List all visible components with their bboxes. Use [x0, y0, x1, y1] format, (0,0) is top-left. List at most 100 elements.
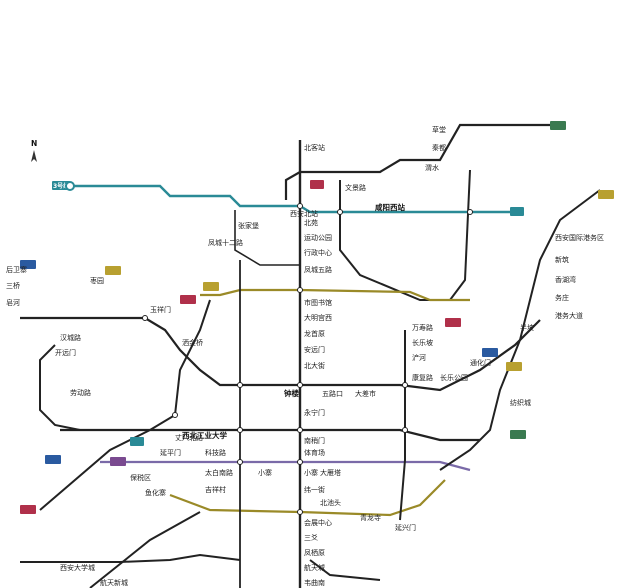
- station-label[interactable]: 韦曲南: [304, 578, 325, 587]
- station-label[interactable]: 青龙寺: [360, 513, 381, 522]
- station-label[interactable]: 张家堡: [238, 221, 259, 230]
- station-label[interactable]: 长乐坡: [412, 338, 433, 347]
- station-node-terminal[interactable]: [65, 181, 75, 191]
- station-label[interactable]: 航天新城: [100, 578, 128, 587]
- station-label[interactable]: 三爻: [304, 534, 318, 542]
- station-label[interactable]: 文景路: [345, 183, 366, 192]
- station-label[interactable]: 浐河: [412, 353, 426, 362]
- station-node[interactable]: [172, 412, 178, 418]
- station-label[interactable]: 长乐公园: [440, 373, 468, 382]
- station-label[interactable]: 南稍门: [304, 436, 325, 445]
- station-label[interactable]: 康复路: [412, 373, 433, 382]
- station-label[interactable]: 枣园: [90, 276, 104, 285]
- station-label[interactable]: 西安北站: [290, 209, 318, 218]
- station-label[interactable]: 劳动路: [70, 388, 91, 397]
- line-badge-teal-east[interactable]: [510, 207, 524, 216]
- station-label[interactable]: 万寿路: [412, 323, 433, 332]
- line-badge-red-north[interactable]: [310, 180, 324, 189]
- station-label[interactable]: 凤城五路: [304, 265, 332, 274]
- station-label[interactable]: 钟楼: [284, 388, 299, 398]
- station-label[interactable]: 新筑: [555, 255, 569, 264]
- station-label[interactable]: 永宁门: [304, 408, 325, 417]
- station-label[interactable]: 纺织城: [510, 398, 531, 407]
- station-label[interactable]: 秦都: [432, 143, 446, 152]
- station-label[interactable]: 香湖湾: [555, 275, 576, 284]
- line-badge-red-east[interactable]: [445, 318, 461, 327]
- station-node[interactable]: [337, 209, 343, 215]
- station-label[interactable]: 吉祥村: [205, 485, 226, 494]
- station-label[interactable]: 北苑: [304, 218, 318, 227]
- station-label[interactable]: 延兴门: [395, 523, 416, 532]
- station-label[interactable]: 三桥: [6, 281, 20, 290]
- station-label[interactable]: 航天城: [304, 563, 325, 572]
- line-badge-red-sw[interactable]: [20, 505, 36, 514]
- station-label[interactable]: 通化门: [470, 358, 491, 367]
- station-label[interactable]: 务庄: [555, 293, 569, 302]
- station-label[interactable]: 会展中心: [304, 518, 332, 527]
- station-node[interactable]: [237, 382, 243, 388]
- station-label[interactable]: 鱼化寨: [145, 488, 166, 497]
- station-label[interactable]: 小寨: [304, 468, 318, 477]
- line-badge-green-se[interactable]: [510, 430, 526, 439]
- station-label[interactable]: 半坡: [520, 323, 534, 332]
- station-label[interactable]: 西北工业大学: [182, 430, 227, 440]
- line-badge-yellow-mid[interactable]: [203, 282, 219, 291]
- station-label[interactable]: 太白南路: [205, 468, 233, 477]
- line-badge-purple-west[interactable]: [110, 457, 126, 466]
- station-node[interactable]: [237, 459, 243, 465]
- station-label[interactable]: 五路口: [322, 389, 343, 398]
- station-node[interactable]: [297, 287, 303, 293]
- station-node[interactable]: [142, 315, 148, 321]
- station-label[interactable]: 西安国际港务区: [555, 233, 604, 242]
- station-label[interactable]: 港务大道: [555, 311, 583, 320]
- station-label[interactable]: 大雁塔: [320, 468, 341, 477]
- station-label[interactable]: 龙首原: [304, 329, 325, 338]
- station-node[interactable]: [297, 382, 303, 388]
- station-label[interactable]: 玉祥门: [150, 305, 171, 314]
- station-label[interactable]: 开远门: [55, 348, 76, 357]
- station-label[interactable]: 皂河: [6, 298, 20, 307]
- station-label[interactable]: 丈八北路: [175, 433, 203, 442]
- station-label[interactable]: 西安大学城: [60, 563, 95, 572]
- station-label[interactable]: 体育场: [304, 448, 325, 457]
- station-label[interactable]: 行政中心: [304, 248, 332, 257]
- line-badge-blue-west2[interactable]: [45, 455, 61, 464]
- line-badge-yellow-east[interactable]: [506, 362, 522, 371]
- station-node[interactable]: [402, 427, 408, 433]
- station-node[interactable]: [297, 459, 303, 465]
- station-label[interactable]: 渭水: [425, 163, 439, 172]
- line-badge-green-ne[interactable]: [550, 121, 566, 130]
- station-node[interactable]: [297, 427, 303, 433]
- station-label[interactable]: 咸阳西站: [375, 202, 405, 212]
- station-label[interactable]: 运动公园: [304, 233, 332, 242]
- station-label[interactable]: 大差市: [355, 389, 376, 398]
- station-node[interactable]: [237, 427, 243, 433]
- station-label[interactable]: 北客站: [304, 143, 325, 152]
- station-label[interactable]: 凤栖原: [304, 548, 325, 557]
- line-badge-red-mid[interactable]: [180, 295, 196, 304]
- station-label[interactable]: 北池头: [320, 498, 341, 507]
- station-node[interactable]: [467, 209, 473, 215]
- station-label[interactable]: 安远门: [304, 345, 325, 354]
- station-label[interactable]: 市图书馆: [304, 298, 332, 307]
- line-badge-yellow-ne[interactable]: [598, 190, 614, 199]
- station-label[interactable]: 汉城路: [60, 333, 81, 342]
- line-badge-yellow-west[interactable]: [105, 266, 121, 275]
- station-label[interactable]: 凤城十二路: [208, 238, 243, 247]
- station-node[interactable]: [297, 203, 303, 209]
- station-label[interactable]: 大明宫西: [304, 313, 332, 322]
- station-label[interactable]: 延平门: [160, 448, 181, 457]
- station-label[interactable]: 科技路: [205, 448, 226, 457]
- station-label[interactable]: 草堂: [432, 125, 446, 134]
- line-badge-blue-west[interactable]: [20, 260, 36, 269]
- line-badge-blue-east[interactable]: [482, 348, 498, 357]
- station-node[interactable]: [402, 382, 408, 388]
- station-label[interactable]: 小寨: [258, 468, 272, 477]
- station-label[interactable]: 北大街: [304, 361, 325, 370]
- station-label[interactable]: 洒金桥: [182, 338, 203, 347]
- line-badge-teal-mid[interactable]: [130, 437, 144, 446]
- station-label[interactable]: 后卫寨: [6, 265, 27, 274]
- station-label[interactable]: 保税区: [130, 473, 151, 482]
- station-label[interactable]: 纬一街: [304, 485, 325, 494]
